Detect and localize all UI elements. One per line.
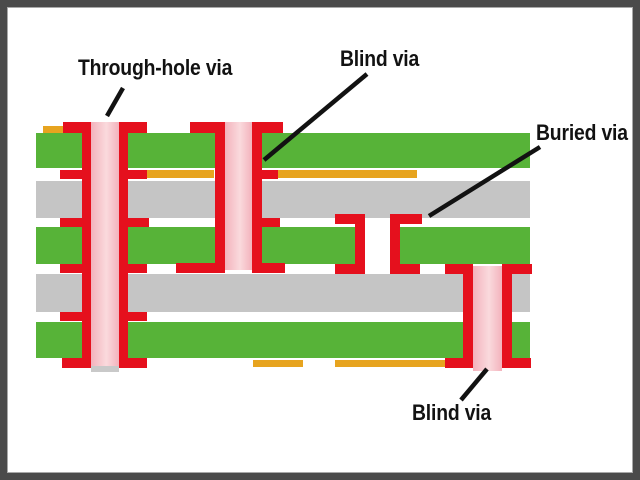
via-pad (335, 214, 365, 224)
copper-trace-bottom-right (335, 360, 445, 367)
via-pad (119, 218, 149, 227)
copper-trace-inner-left (147, 170, 214, 178)
via-pad (252, 263, 285, 273)
through-hole-via-hole (91, 122, 119, 366)
copper-trace-top-left (43, 126, 63, 133)
through-hole-via-barrel-right (119, 122, 128, 368)
blind-via-bottom-callout-line (459, 367, 489, 402)
buried-via-barrel-left (355, 214, 365, 273)
via-pad (445, 264, 473, 274)
copper-trace-bottom-left (253, 360, 303, 367)
buried-via-barrel-right (390, 214, 400, 273)
blind-via-bottom-barrel-right (502, 264, 512, 368)
blind-via-top-hole (225, 122, 252, 270)
via-pad (119, 122, 147, 133)
through-hole-via-drill-stub (91, 366, 119, 372)
via-pad (60, 170, 91, 179)
via-pad (262, 170, 278, 179)
blind-via-top-barrel-left (215, 122, 225, 272)
via-pad (119, 264, 147, 273)
via-pad (63, 122, 91, 133)
copper-trace-inner-right (278, 170, 417, 178)
via-pad (119, 170, 147, 179)
through-hole-via-callout-line (105, 86, 125, 118)
via-pad (502, 358, 531, 368)
via-pad (62, 358, 91, 368)
label-blind-via-top: Blind via (340, 46, 420, 71)
via-pad (119, 312, 147, 321)
via-pad (252, 122, 283, 133)
blind-via-bottom-barrel-left (463, 264, 473, 368)
via-pad (60, 264, 91, 273)
via-pad (262, 218, 280, 227)
label-blind-via-bottom: Blind via (412, 400, 492, 425)
via-pad (119, 358, 147, 368)
blind-via-top-barrel-right (252, 122, 262, 272)
via-pad (176, 263, 225, 273)
via-pad (60, 218, 91, 227)
blind-via-bottom-hole (473, 266, 502, 371)
via-pad (502, 264, 532, 274)
label-through-hole-via: Through-hole via (78, 55, 233, 80)
via-pad (335, 264, 365, 274)
label-buried-via: Buried via (536, 120, 628, 145)
through-hole-via-barrel-left (82, 122, 91, 368)
buried-via-hole (365, 219, 390, 273)
via-pad (390, 264, 420, 274)
via-pad (190, 122, 225, 133)
via-pad (445, 358, 473, 368)
via-pad (60, 312, 91, 321)
via-pad (390, 214, 422, 224)
